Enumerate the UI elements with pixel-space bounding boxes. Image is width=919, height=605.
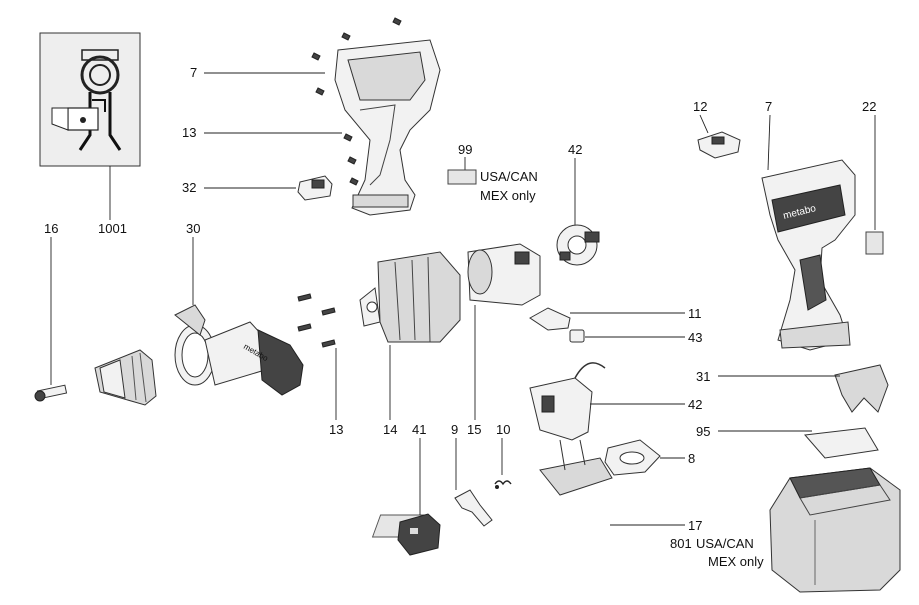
callout-9: 9 xyxy=(451,422,458,437)
callout-43: 43 xyxy=(688,330,702,345)
part-11-switch-cap xyxy=(529,307,571,331)
callout-15: 15 xyxy=(467,422,481,437)
part-14-gearbox xyxy=(359,251,461,343)
callout-8: 8 xyxy=(688,451,695,466)
part-8-bracket xyxy=(604,439,661,476)
callout-12: 12 xyxy=(693,99,707,114)
callout-95: 95 xyxy=(696,424,710,439)
callout-22: 22 xyxy=(862,99,876,114)
note-usa-can: USA/CAN xyxy=(480,169,538,184)
part-9-lever xyxy=(454,489,493,527)
callout-17: 17 xyxy=(688,518,702,533)
callout-32: 32 xyxy=(182,180,196,195)
callout-31: 31 xyxy=(696,369,710,384)
callout-7-left: 7 xyxy=(190,65,197,80)
part-42-brush-plate xyxy=(556,224,600,266)
battery-pack xyxy=(769,467,901,593)
part-95-plate xyxy=(804,427,879,459)
housing-assembled-7: metabo xyxy=(761,159,856,351)
keyless-chuck xyxy=(94,349,157,406)
part-41-terminal-block xyxy=(397,513,441,556)
part-43-button xyxy=(569,329,585,343)
note-mex-only: MEX only xyxy=(480,188,536,203)
callout-42-bottom: 42 xyxy=(688,397,702,412)
callout-41: 41 xyxy=(412,422,426,437)
callout-13-top: 13 xyxy=(182,125,196,140)
label-sticker-22 xyxy=(865,231,884,255)
callout-16: 16 xyxy=(44,221,58,236)
label-sticker-99 xyxy=(447,169,477,185)
callout-7-right: 7 xyxy=(765,99,772,114)
callout-801: 801 xyxy=(670,536,692,551)
part-15-motor xyxy=(467,243,541,306)
part-16-pin xyxy=(34,384,68,402)
callout-14: 14 xyxy=(383,422,397,437)
callout-10: 10 xyxy=(496,422,510,437)
part-31-belt-hook xyxy=(834,364,889,413)
callout-99: 99 xyxy=(458,142,472,157)
screws-gearbox xyxy=(297,293,336,348)
callout-42-top: 42 xyxy=(568,142,582,157)
note-mex-only-801: MEX only xyxy=(708,554,764,569)
callout-1001: 1001 xyxy=(98,221,127,236)
part-10-spring xyxy=(494,480,512,489)
note-usa-can-801: USA/CAN xyxy=(696,536,754,551)
callout-30: 30 xyxy=(186,221,200,236)
housing-half-7 xyxy=(334,39,441,216)
part-12-clip xyxy=(697,131,741,159)
callout-11: 11 xyxy=(688,306,702,321)
screws-housing xyxy=(311,17,402,186)
part-30-side-handle: metabo xyxy=(174,304,304,396)
part-42-switch-assembly xyxy=(529,362,613,496)
callout-13-bottom: 13 xyxy=(329,422,343,437)
part-32-switch-slider xyxy=(297,175,333,201)
inset-schematic-1001 xyxy=(39,32,141,167)
